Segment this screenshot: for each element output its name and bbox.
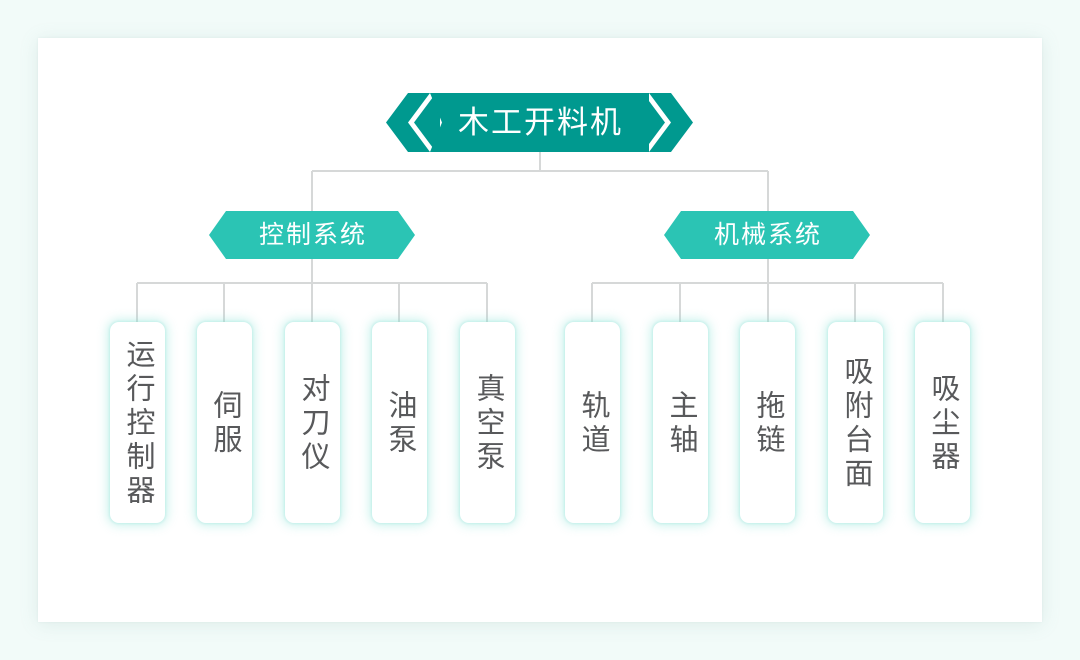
branch-node-control-system[interactable]: 控制系统	[209, 211, 415, 259]
root-node-label: 木工开料机	[458, 105, 623, 140]
leaf-card-label: 拖链	[752, 390, 784, 458]
leaf-card-vacuum-pump[interactable]: 真空泵	[460, 322, 515, 523]
branch-node-label: 控制系统	[258, 220, 367, 249]
leaf-card-label: 轨道	[577, 390, 609, 458]
leaf-card-label: 真空泵	[472, 373, 504, 475]
leaf-card-servo[interactable]: 伺服	[197, 322, 252, 523]
double-chevron-right-icon	[639, 93, 693, 152]
leaf-card-label: 伺服	[209, 390, 241, 458]
branch-node-label: 机械系统	[713, 220, 822, 249]
leaf-card-drag-chain[interactable]: 拖链	[740, 322, 795, 523]
root-banner-body	[430, 93, 649, 152]
leaf-card-label: 主轴	[665, 390, 697, 458]
leaf-card-dust-collector[interactable]: 吸尘器	[915, 322, 970, 523]
branch-node-mechanical-system[interactable]: 机械系统	[664, 211, 870, 259]
leaf-card-label: 吸附台面	[840, 356, 872, 492]
leaf-card-label: 对刀仪	[297, 373, 329, 475]
leaf-card-rail[interactable]: 轨道	[565, 322, 620, 523]
root-node[interactable]: 木工开料机	[383, 93, 696, 152]
leaf-card-vacuum-table[interactable]: 吸附台面	[828, 322, 883, 523]
leaf-card-oil-pump[interactable]: 油泵	[372, 322, 427, 523]
leaf-card-motion-controller[interactable]: 运行控制器	[110, 322, 165, 523]
leaf-card-tool-setter[interactable]: 对刀仪	[285, 322, 340, 523]
double-chevron-left-icon	[386, 93, 440, 152]
leaf-card-spindle[interactable]: 主轴	[653, 322, 708, 523]
leaf-card-label: 运行控制器	[122, 339, 154, 509]
leaf-card-label: 吸尘器	[927, 373, 959, 475]
leaf-card-label: 油泵	[384, 390, 416, 458]
